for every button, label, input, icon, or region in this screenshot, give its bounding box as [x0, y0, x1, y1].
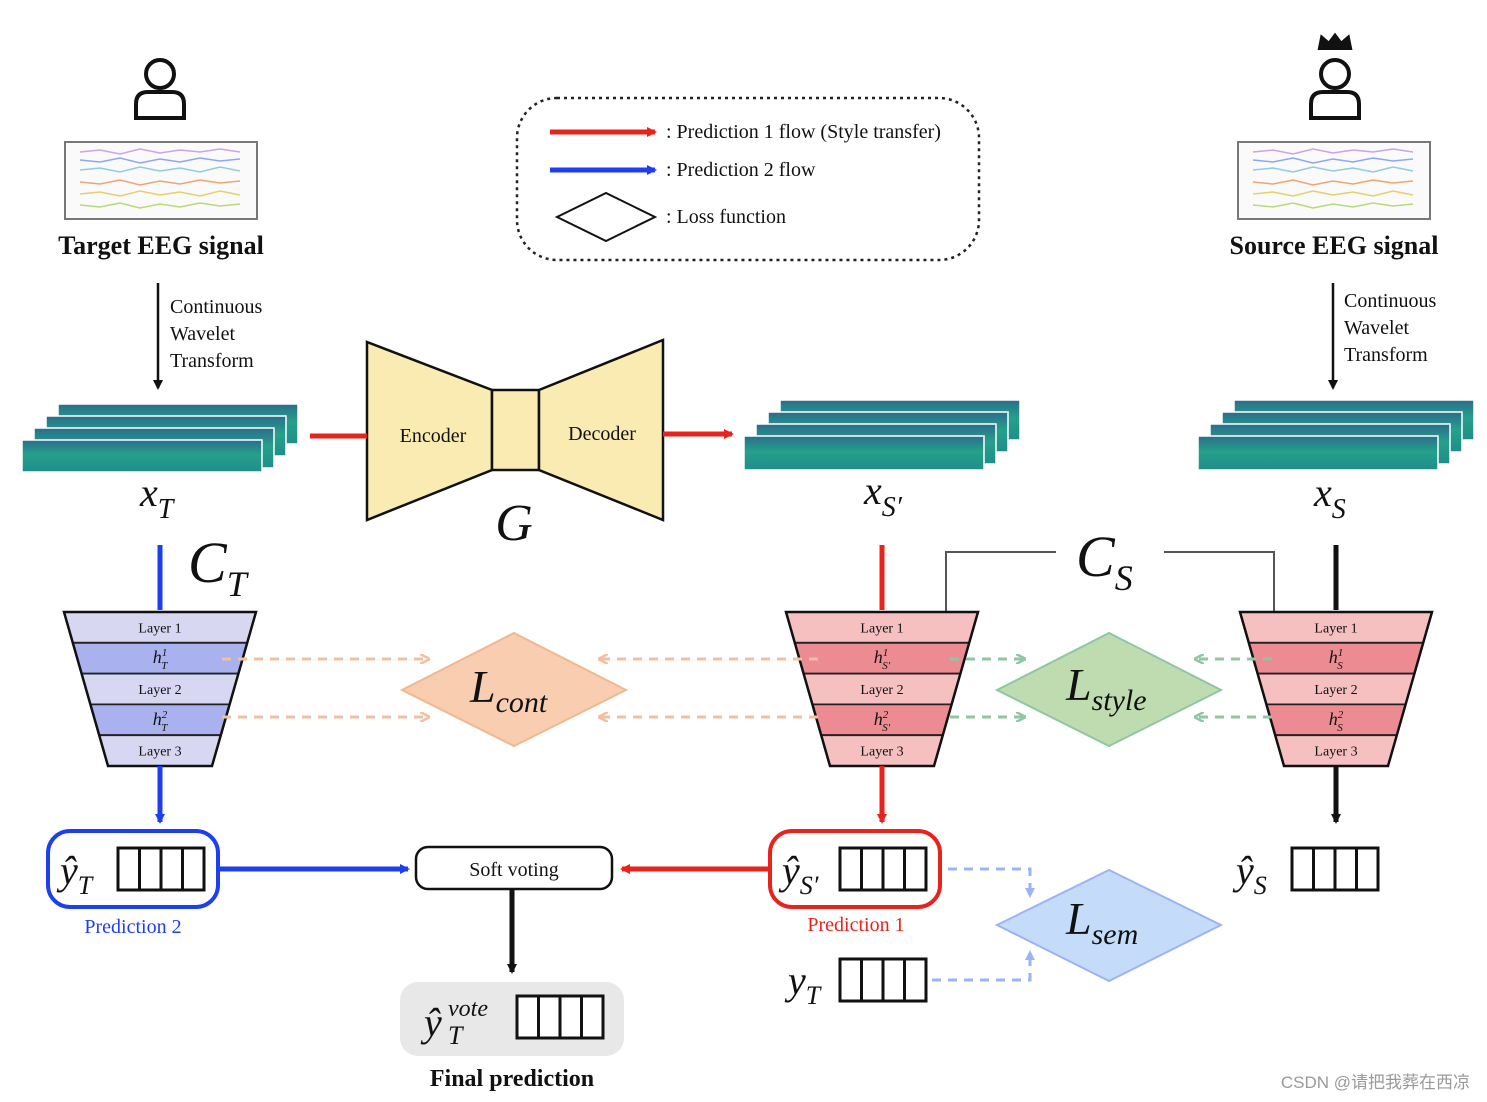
prediction-2-vector — [116, 846, 206, 892]
source-cwt-line3: Transform — [1344, 344, 1428, 366]
svg-text:CS: CS — [1076, 524, 1133, 598]
classifier-outline — [1238, 610, 1434, 768]
shared-classifier-bracket-right — [1164, 551, 1275, 612]
svg-text:yT: yT — [784, 958, 822, 1010]
svg-text:Lsem: Lsem — [1065, 893, 1138, 951]
decoder-label: Decoder — [568, 423, 636, 445]
prediction-1-box: ŷS′ — [768, 829, 942, 909]
legend-flow2: : Prediction 2 flow — [666, 159, 816, 181]
prediction-2-box: ŷT — [46, 829, 220, 909]
svg-text:ŷS′: ŷS′ — [778, 848, 819, 900]
legend-flow1: : Prediction 1 flow (Style transfer) — [666, 121, 941, 143]
svg-text:xS′: xS′ — [863, 468, 903, 523]
source-prediction: ŷS — [1232, 846, 1380, 900]
source-cwt-line1: Continuous — [1344, 290, 1436, 312]
layer-label: Layer 2 — [138, 683, 181, 698]
classifier-target-label: CT — [188, 530, 250, 604]
legend-loss: : Loss function — [666, 206, 786, 228]
ground-truth-target: yT — [784, 957, 928, 1010]
final-prediction-box: ŷ vote T — [400, 982, 624, 1056]
layer-label: Layer 3 — [138, 745, 181, 760]
layer-label: Layer 1 — [1314, 621, 1357, 636]
encoder-label: Encoder — [400, 425, 467, 447]
classifier-source-label: CS — [1076, 524, 1133, 598]
target-spectrogram-stack — [21, 403, 299, 473]
shared-classifier-bracket-left — [945, 551, 1056, 612]
svg-text:Lcont: Lcont — [469, 661, 548, 719]
cont-loss-arrows — [222, 659, 818, 717]
watermark: CSDN @请把我葬在西凉 — [1281, 1073, 1470, 1092]
layer-label: Layer 3 — [1314, 745, 1357, 760]
source-eeg-thumbnail — [1237, 141, 1431, 220]
loss-sem: Lsem — [994, 868, 1224, 983]
target-user-icon — [134, 58, 186, 120]
loss-style: Lstyle — [994, 631, 1224, 748]
svg-text:Soft voting: Soft voting — [469, 859, 558, 881]
svg-text:ŷ: ŷ — [420, 1000, 442, 1045]
prediction-1-vector — [838, 846, 928, 892]
target-title: Target EEG signal — [58, 231, 264, 260]
layer-label: Layer 2 — [860, 683, 903, 698]
layer-label: Layer 1 — [860, 621, 903, 636]
source-spectrogram-stack — [1197, 399, 1475, 471]
svg-text:vote: vote — [448, 996, 488, 1022]
svg-text:CT: CT — [188, 530, 250, 604]
target-eeg-thumbnail — [64, 141, 258, 220]
svg-text:xS: xS — [1313, 470, 1346, 525]
source-title: Source EEG signal — [1229, 231, 1438, 260]
svg-text:xT: xT — [139, 470, 176, 525]
x-transferred-label: xS′ — [863, 468, 903, 523]
svg-text:T: T — [448, 1021, 464, 1050]
legend-box: : Prediction 1 flow (Style transfer) : P… — [515, 96, 981, 262]
decoder-block — [537, 338, 665, 522]
source-cwt-line2: Wavelet — [1344, 317, 1409, 339]
x-source-label: xS — [1313, 470, 1346, 525]
target-cwt-line1: Continuous — [170, 296, 262, 318]
final-prediction-label: Final prediction — [430, 1066, 594, 1092]
sem-loss-arrows — [932, 867, 1035, 982]
generator-name: G — [495, 495, 533, 552]
target-cwt-line3: Transform — [170, 350, 254, 372]
generator: Encoder Decoder G — [365, 338, 665, 552]
prediction-1-label: Prediction 1 — [807, 914, 904, 936]
svg-text:Lstyle: Lstyle — [1065, 659, 1147, 717]
target-cwt-line2: Wavelet — [170, 323, 235, 345]
x-target-label: xT — [139, 470, 176, 525]
transferred-spectrogram-stack — [743, 399, 1021, 471]
diamond-icon — [554, 191, 658, 243]
svg-text:ŷS: ŷS — [1232, 848, 1267, 900]
style-loss-arrows — [950, 659, 1272, 717]
layer-label: Layer 1 — [138, 621, 181, 636]
classifier-outline — [784, 610, 980, 768]
bottleneck-block — [490, 388, 541, 472]
source-user-crown-icon — [1309, 32, 1361, 120]
layer-label: Layer 2 — [1314, 683, 1357, 698]
loss-cont: Lcont — [399, 631, 629, 748]
prediction-2-label: Prediction 2 — [84, 916, 181, 938]
classifier-outline — [62, 610, 258, 768]
layer-label: Layer 3 — [860, 745, 903, 760]
svg-text:ŷT: ŷT — [56, 848, 94, 900]
soft-voting-box: Soft voting — [414, 845, 614, 891]
